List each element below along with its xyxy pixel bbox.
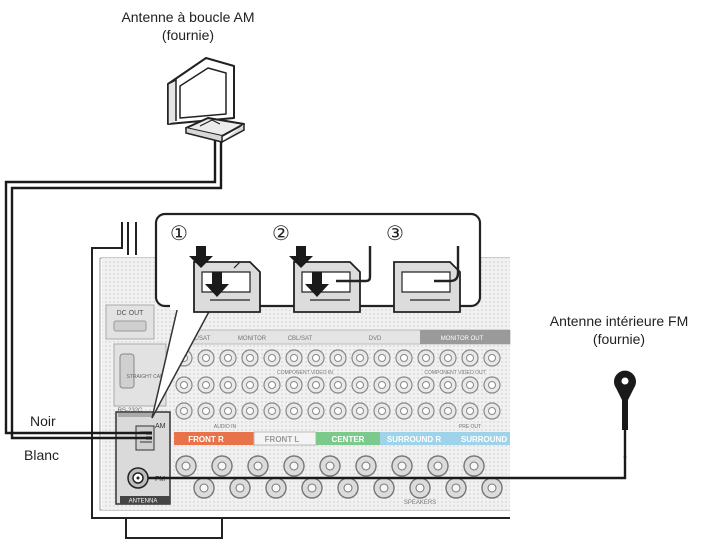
fm-indoor-antenna-icon: [614, 370, 637, 458]
terminal-step-3: [393, 246, 461, 313]
speaker-label-bar: FRONT R FRONT L CENTER SURROUND R SURROU…: [174, 431, 510, 446]
down-arrow-icon-4: [305, 272, 329, 297]
speakers-label: SPEAKERS: [404, 500, 436, 506]
audio-in-label: AUDIO IN: [214, 424, 237, 430]
fm-antenna-title: Antenne intérieure FM: [549, 313, 689, 329]
front-r-tag: [174, 432, 254, 445]
press-arrow-icons: [189, 246, 329, 297]
cbl-sat-header-2: CBL/SAT: [288, 336, 313, 342]
wire-white-label: Blanc: [24, 447, 60, 463]
surround-r-label: SURROUND R: [387, 435, 441, 444]
center-tag: [316, 432, 380, 445]
am-antenna-cable: [4, 140, 223, 440]
component-video-in-label: COMPONENT VIDEO IN: [277, 370, 333, 376]
terminal-step-1: [193, 261, 261, 313]
dc-out-block: DC OUT: [105, 304, 155, 340]
am-antenna-label: Antenne à boucle AM (fournie): [88, 8, 288, 44]
terminal-step-2: [293, 246, 372, 313]
monitor-out-header: MONITOR OUT: [441, 336, 484, 342]
fm-antenna-cable: [148, 456, 627, 480]
surround-l-label: SURROUND: [461, 435, 507, 444]
antenna-section: AM FM ANTENNA: [115, 411, 171, 505]
front-r-label: FRONT R: [188, 435, 224, 444]
front-l-label: FRONT L: [265, 435, 300, 444]
speaker-terminals: [175, 455, 503, 499]
fm-antenna-supplied: (fournie): [592, 331, 646, 347]
step-callout: ① ② ③: [151, 212, 482, 419]
fm-terminal-label: FM: [155, 476, 165, 483]
am-terminal-label: AM: [155, 423, 166, 430]
surround-r-tag: [380, 432, 452, 445]
surround-l-tag: [452, 432, 510, 445]
am-loop-antenna-icon: [167, 57, 245, 143]
cbl-sat-header: CBL/SAT: [186, 336, 211, 342]
straight-cable-label: STRAIGHT CABLE: [127, 374, 171, 380]
step-3-marker: ③: [386, 221, 404, 245]
am-antenna-title: Antenne à boucle AM: [121, 9, 255, 25]
pre-out-label: PRE OUT: [459, 424, 481, 430]
serial-port-icon: [119, 353, 135, 389]
center-label: CENTER: [332, 435, 365, 444]
down-arrow-icon: [189, 246, 213, 268]
rca-jack-grid: [175, 349, 501, 420]
component-video-out-label: COMPONENT VIDEO OUT: [424, 370, 485, 376]
receiver-foot: [125, 517, 223, 539]
rs232c-label: RS-232C: [118, 408, 143, 414]
down-arrow-icon-2: [205, 272, 229, 297]
wire-ends: [146, 431, 152, 440]
wire-black-label: Noir: [30, 413, 56, 429]
dc-out-label: DC OUT: [117, 310, 145, 317]
down-arrow-icon-3: [289, 246, 313, 268]
am-antenna-supplied: (fournie): [161, 27, 215, 43]
dvd-header: DVD: [369, 336, 382, 342]
step-2-marker: ②: [272, 221, 290, 245]
monitor-header: MONITOR: [238, 336, 267, 342]
fm-antenna-label: Antenne intérieure FM (fournie): [526, 312, 712, 348]
antenna-label: ANTENNA: [129, 499, 158, 505]
step-1-marker: ①: [170, 221, 188, 245]
jack-header-row: CBL/SAT MONITOR CBL/SAT DVD MONITOR OUT …: [173, 329, 511, 430]
